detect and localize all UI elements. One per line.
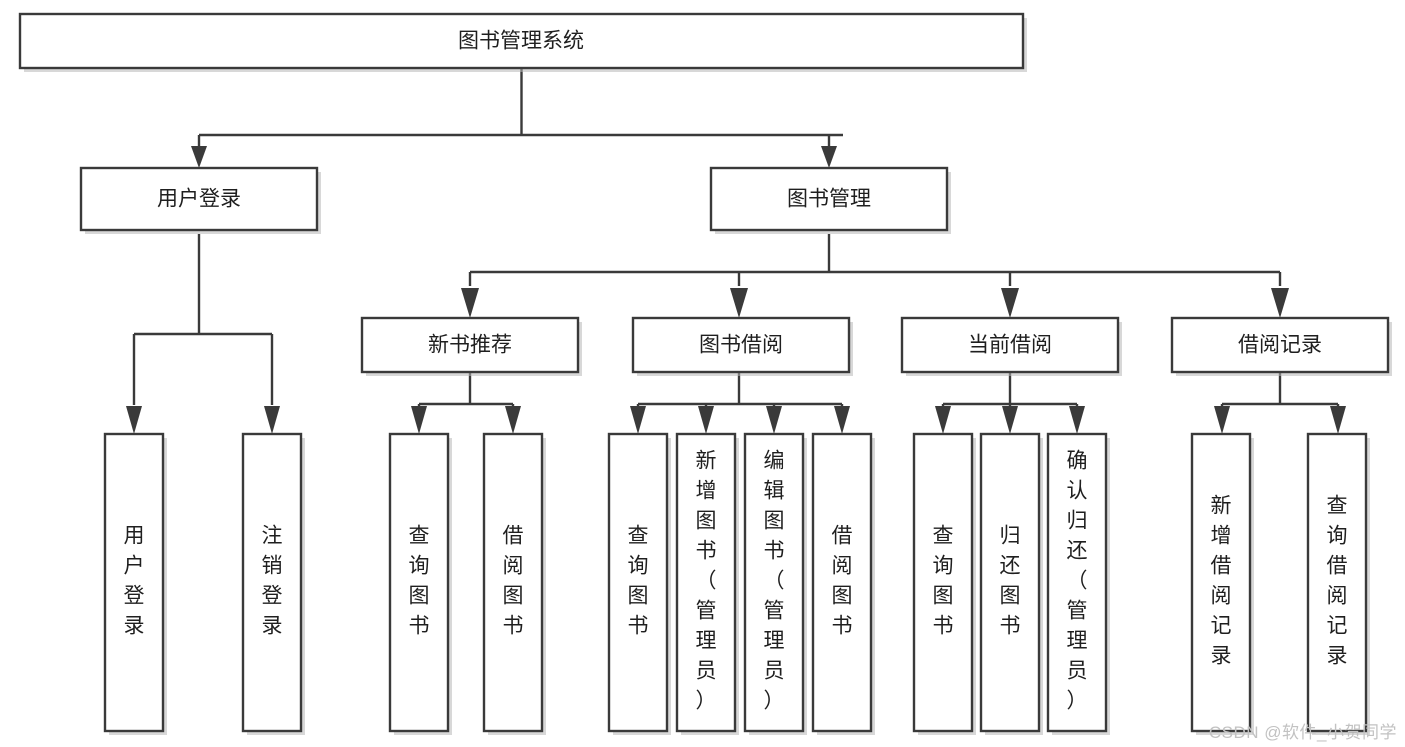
arrow-to-new-book-recommend — [461, 288, 479, 318]
leaf-node-query-record-label: 查询借阅记录 — [1327, 495, 1348, 668]
leaf-node-borrow-book-2-label: 借阅图书 — [832, 525, 853, 638]
node-root-label: 图书管理系统 — [458, 30, 584, 53]
leaf-node-return-book-label: 归还图书 — [1000, 525, 1021, 638]
arrow-to-leaf-add-book — [698, 406, 714, 434]
connector-group-book-borrow-children — [630, 372, 850, 434]
node-new-book-recommend[interactable]: 新书推荐 — [360, 316, 582, 376]
arrow-to-leaf-borrow-book-1 — [505, 406, 521, 434]
node-book-borrow[interactable]: 图书借阅 — [631, 316, 853, 376]
leaf-node-query-book-1[interactable]: 查询图书 — [388, 432, 452, 735]
arrow-to-book-borrow — [730, 288, 748, 318]
leaf-node-query-book-2[interactable]: 查询图书 — [607, 432, 671, 735]
node-book-manage-label: 图书管理 — [787, 188, 871, 211]
arrow-to-leaf-query-book-1 — [411, 406, 427, 434]
arrow-to-leaf-query-record — [1330, 406, 1346, 434]
leaf-node-query-book-3-label: 查询图书 — [933, 525, 954, 638]
node-book-manage[interactable]: 图书管理 — [709, 166, 951, 234]
node-book-borrow-label: 图书借阅 — [699, 334, 783, 357]
leaf-node-user-login[interactable]: 用户登录 — [103, 432, 167, 735]
node-borrow-record[interactable]: 借阅记录 — [1170, 316, 1392, 376]
arrow-to-leaf-return-book — [1002, 406, 1018, 434]
arrow-to-book-manage — [821, 146, 837, 168]
arrow-to-leaf-confirm-return — [1069, 406, 1085, 434]
node-borrow-record-label: 借阅记录 — [1238, 334, 1322, 357]
arrow-to-leaf-edit-book — [766, 406, 782, 434]
leaf-node-confirm-return-label: 确认归还（管理员） — [1067, 450, 1088, 713]
node-current-borrow-label: 当前借阅 — [968, 334, 1052, 357]
leaf-node-confirm-return[interactable]: 确认归还（管理员） — [1046, 432, 1110, 735]
arrow-to-leaf-query-book-2 — [630, 406, 646, 434]
node-current-borrow[interactable]: 当前借阅 — [900, 316, 1122, 376]
leaf-node-query-book-2-label: 查询图书 — [628, 525, 649, 638]
arrow-to-user-login — [191, 146, 207, 168]
arrow-to-leaf-add-record — [1214, 406, 1230, 434]
connector-group-user-login-children — [126, 234, 280, 434]
connector-group-current-borrow-children — [935, 372, 1085, 434]
arrow-to-current-borrow — [1001, 288, 1019, 318]
leaf-node-edit-book-label: 编辑图书（管理员） — [764, 450, 785, 713]
leaf-node-query-record[interactable]: 查询借阅记录 — [1306, 432, 1370, 735]
arrow-to-leaf-query-book-3 — [935, 406, 951, 434]
arrow-to-borrow-record — [1271, 288, 1289, 318]
leaf-node-add-record[interactable]: 新增借阅记录 — [1190, 432, 1254, 735]
leaf-node-query-book-3[interactable]: 查询图书 — [912, 432, 976, 735]
leaf-node-logout-label: 注销登录 — [262, 525, 283, 638]
leaf-node-user-login-label: 用户登录 — [124, 525, 145, 638]
arrow-to-leaf-user-login — [126, 406, 142, 434]
leaf-node-logout[interactable]: 注销登录 — [241, 432, 305, 735]
arrow-to-leaf-logout — [264, 406, 280, 434]
arrow-to-leaf-borrow-book-2 — [834, 406, 850, 434]
leaf-node-borrow-book-2[interactable]: 借阅图书 — [811, 432, 875, 735]
leaf-node-edit-book[interactable]: 编辑图书（管理员） — [743, 432, 807, 735]
leaf-node-query-book-1-label: 查询图书 — [409, 525, 430, 638]
leaf-node-add-book[interactable]: 新增图书（管理员） — [675, 432, 739, 735]
connector-group-book-manage-to-level3 — [461, 234, 1289, 318]
connector-group-root-to-level2 — [191, 68, 843, 168]
csdn-watermark: CSDN @软件_小贺同学 — [1208, 723, 1397, 742]
leaf-node-borrow-book-1[interactable]: 借阅图书 — [482, 432, 546, 735]
node-root-system[interactable]: 图书管理系统 — [18, 12, 1027, 72]
connector-group-borrow-record-children — [1214, 372, 1346, 434]
node-user-login[interactable]: 用户登录 — [79, 166, 321, 234]
node-new-book-recommend-label: 新书推荐 — [428, 334, 512, 357]
leaf-node-add-book-label: 新增图书（管理员） — [696, 450, 717, 713]
leaf-node-return-book[interactable]: 归还图书 — [979, 432, 1043, 735]
node-user-login-label: 用户登录 — [157, 188, 241, 211]
connector-group-new-book-recommend-children — [411, 372, 521, 434]
leaf-node-add-record-label: 新增借阅记录 — [1211, 495, 1232, 668]
leaf-node-borrow-book-1-label: 借阅图书 — [503, 525, 524, 638]
